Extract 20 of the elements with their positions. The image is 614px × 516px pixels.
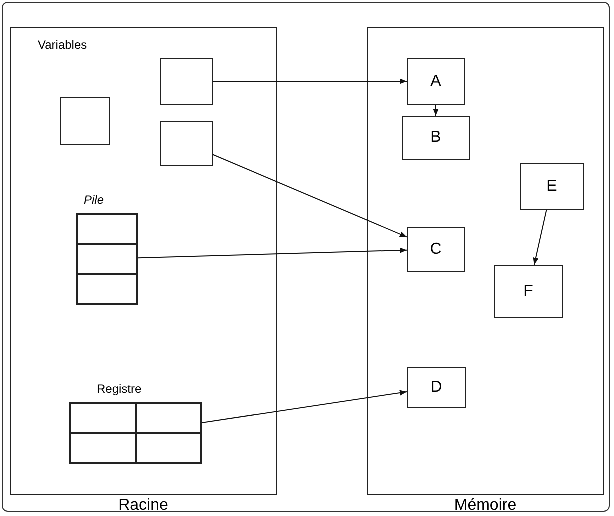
region-title: Racine [118,497,170,515]
variable-box [160,121,213,166]
section-label: Variables [38,38,88,52]
object-box: B [402,116,470,160]
variable-box [160,58,213,105]
object-box: A [407,58,465,105]
region-title: Mémoire [453,497,518,515]
stack-title: Pile [84,193,104,207]
arrow [212,154,408,238]
arrow [202,390,408,424]
object-box: D [407,367,466,408]
register-title: Registre [97,382,142,396]
object-box: F [494,265,563,318]
arrow [138,248,408,259]
object-box: E [520,163,584,210]
variable-box [60,97,110,145]
arrow [533,210,548,266]
arrow [212,78,408,84]
arrow [433,104,439,116]
object-box: C [407,227,465,272]
